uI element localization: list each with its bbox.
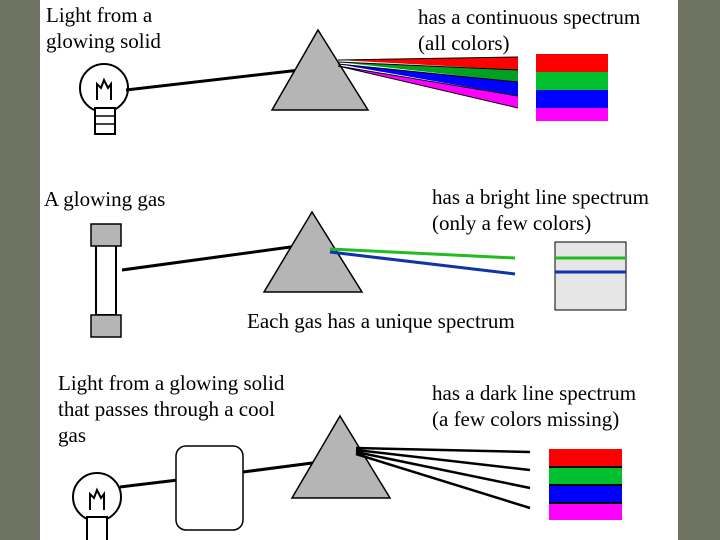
emission-line-green [329, 247, 516, 260]
continuous-result-label-line1: has a continuous spectrum [418, 5, 641, 29]
gas-tube-icon [90, 223, 122, 338]
continuous-result-label-line2: (all colors) [418, 31, 510, 55]
light-bulb-icon [72, 472, 122, 540]
continuous-source-label-line1: Light from a [46, 3, 153, 27]
section-bright-line [90, 210, 627, 338]
light-bulb-icon [79, 63, 129, 135]
incoming-light-ray [119, 478, 179, 489]
continuous-source-label-line2: glowing solid [46, 29, 161, 53]
unique-spectrum-note: Each gas has a unique spectrum [247, 309, 515, 333]
dark-line-spectrum-swatch [549, 449, 622, 520]
section-dark-line [72, 414, 622, 540]
emission-line-blue [329, 250, 516, 276]
dark-source-label-line2: that passes through a cool [58, 397, 275, 421]
dark-result-label-line2: (a few colors missing) [432, 407, 620, 431]
dispersed-rays [337, 56, 519, 109]
bright-result-label-line2: (only a few colors) [432, 211, 592, 235]
dark-source-label-line3: gas [58, 423, 86, 447]
filtered-light-ray [242, 460, 321, 474]
prism-icon [262, 210, 364, 293]
gas-light-ray [121, 243, 306, 272]
dark-source-label-line1: Light from a glowing solid [58, 371, 285, 395]
dark-result-label-line1: has a dark line spectrum [432, 381, 637, 405]
gas-cloud-icon [175, 445, 244, 531]
bright-result-label-line1: has a bright line spectrum [432, 185, 649, 209]
section-continuous [79, 28, 608, 135]
dispersed-rays [355, 446, 531, 510]
bright-line-spectrum-swatch [554, 241, 627, 311]
incoming-light-ray [125, 68, 301, 92]
continuous-spectrum-swatch [536, 54, 608, 121]
bright-source-label: A glowing gas [44, 187, 166, 211]
prism-icon [270, 28, 370, 111]
